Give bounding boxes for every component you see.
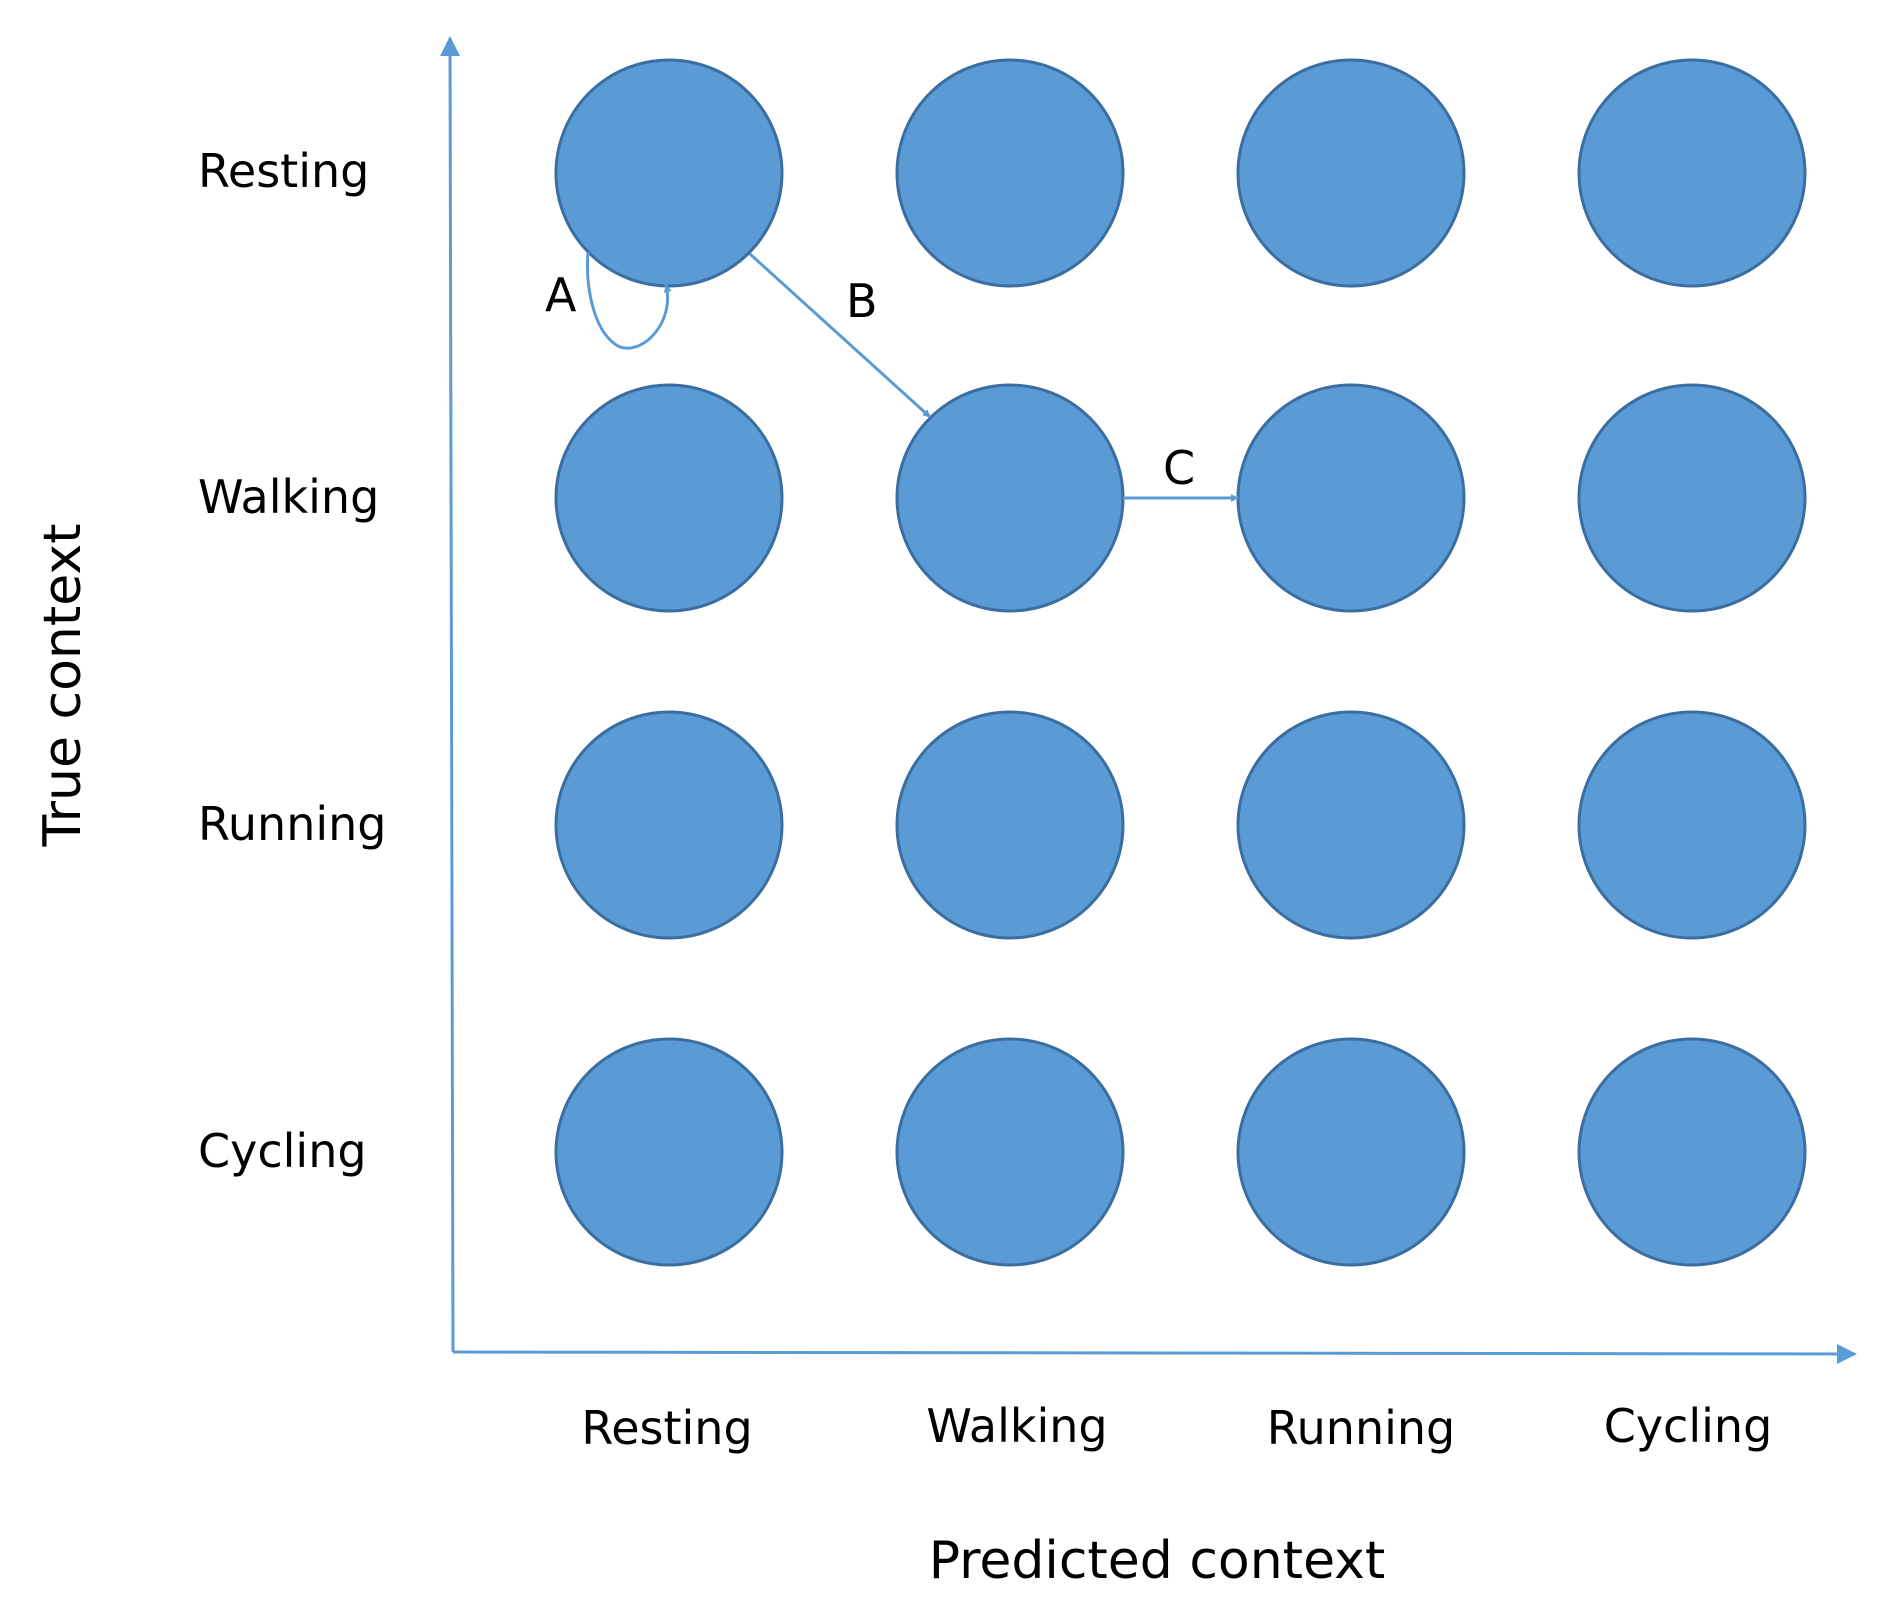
node-running-cycling bbox=[1577, 710, 1807, 940]
node-resting-running bbox=[1236, 58, 1466, 288]
node-walking-cycling bbox=[1577, 383, 1807, 613]
row-label-walking: Walking bbox=[198, 470, 379, 524]
arrow-a-self-loop bbox=[586, 251, 672, 350]
col-label-resting: Resting bbox=[581, 1401, 752, 1455]
y-axis bbox=[440, 36, 461, 1353]
node-resting-walking bbox=[895, 58, 1125, 288]
node-running-running bbox=[1236, 710, 1466, 940]
y-axis-title: True context bbox=[33, 524, 93, 848]
col-label-cycling: Cycling bbox=[1604, 1399, 1773, 1453]
row-label-running: Running bbox=[198, 797, 387, 851]
arrow-b bbox=[748, 252, 932, 419]
node-resting-resting bbox=[554, 58, 784, 288]
node-resting-cycling bbox=[1577, 58, 1807, 288]
node-cycling-cycling bbox=[1577, 1037, 1807, 1267]
node-cycling-running bbox=[1236, 1037, 1466, 1267]
arrow-c-label: C bbox=[1163, 441, 1195, 495]
node-walking-running bbox=[1236, 383, 1466, 613]
node-grid bbox=[554, 58, 1807, 1267]
arrow-a-label: A bbox=[545, 268, 577, 322]
x-axis-title: Predicted context bbox=[929, 1531, 1386, 1591]
node-walking-walking bbox=[895, 383, 1125, 613]
arrow-b-label: B bbox=[846, 274, 878, 328]
node-walking-resting bbox=[554, 383, 784, 613]
row-label-cycling: Cycling bbox=[198, 1124, 367, 1178]
node-running-walking bbox=[895, 710, 1125, 940]
x-axis bbox=[452, 1343, 1857, 1364]
node-cycling-walking bbox=[895, 1037, 1125, 1267]
node-cycling-resting bbox=[554, 1037, 784, 1267]
col-label-running: Running bbox=[1267, 1401, 1456, 1455]
node-running-resting bbox=[554, 710, 784, 940]
row-label-resting: Resting bbox=[198, 144, 369, 198]
col-label-walking: Walking bbox=[926, 1399, 1107, 1453]
